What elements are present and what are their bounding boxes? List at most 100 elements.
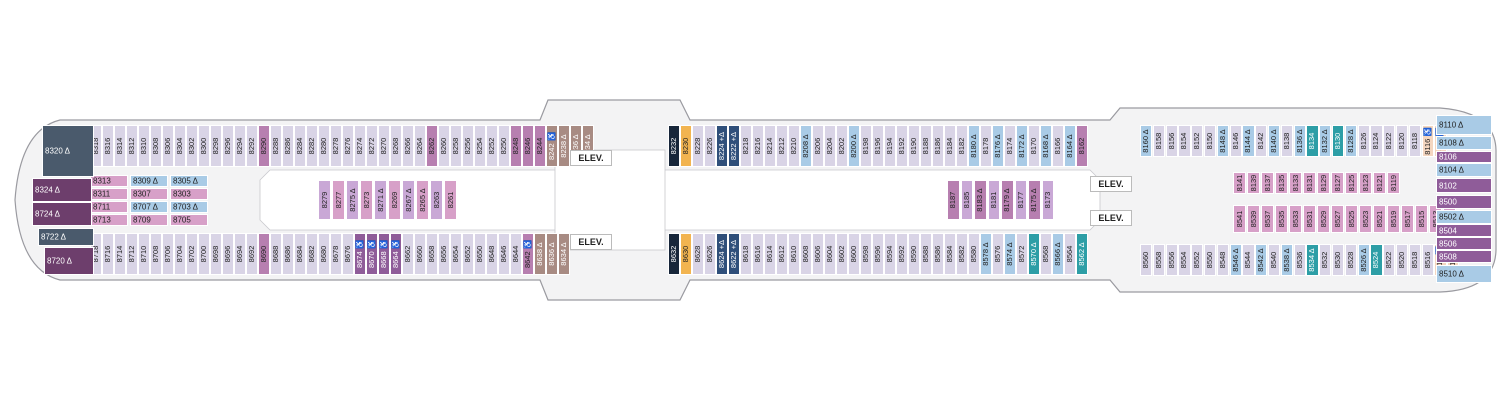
cabin-8292[interactable]: 8292 xyxy=(246,125,258,167)
cabin-8176[interactable]: 8176 Δ xyxy=(992,125,1004,167)
cabin-8524[interactable]: 8524 xyxy=(1370,244,1383,276)
cabin-8694[interactable]: 8694 xyxy=(234,233,246,275)
cabin-8254[interactable]: 8254 xyxy=(474,125,486,167)
cabin-8608[interactable]: 8608 xyxy=(800,233,812,275)
cabin-8703[interactable]: 8703 Δ xyxy=(170,201,208,213)
cabin-8170[interactable]: 8170 xyxy=(1028,125,1040,167)
cabin-8234[interactable]: 8234 Δ xyxy=(582,125,594,167)
cabin-8232[interactable]: 8232 xyxy=(668,125,680,167)
cabin-8624[interactable]: 8624 +Δ xyxy=(716,233,728,275)
cabin-8132[interactable]: 8132 Δ xyxy=(1319,125,1332,157)
cabin-8527[interactable]: 8527 xyxy=(1331,205,1344,233)
cabin-8612[interactable]: 8612 xyxy=(776,233,788,275)
cabin-8664[interactable]: 8664 ♿ xyxy=(390,233,402,275)
cabin-8530[interactable]: 8530 xyxy=(1332,244,1345,276)
cabin-8522[interactable]: 8522 xyxy=(1383,244,1396,276)
cabin-8248[interactable]: 8248 xyxy=(510,125,522,167)
cabin-8265[interactable]: 8265 Δ xyxy=(416,180,429,220)
cabin-8242[interactable]: 8242 ♿ xyxy=(546,125,558,167)
cabin-8136[interactable]: 8136 Δ xyxy=(1293,125,1306,157)
cabin-8194[interactable]: 8194 xyxy=(884,125,896,167)
cabin-8127[interactable]: 8127 xyxy=(1331,172,1344,194)
cabin-8526[interactable]: 8526 Δ xyxy=(1357,244,1370,276)
cabin-8712[interactable]: 8712 xyxy=(126,233,138,275)
cabin-8303[interactable]: 8303 xyxy=(170,188,208,200)
cabin-8138[interactable]: 8138 xyxy=(1280,125,1293,157)
cabin-8102[interactable]: 8102 xyxy=(1436,178,1492,193)
cabin-8262[interactable]: 8262 xyxy=(426,125,438,167)
cabin-8504[interactable]: 8504 xyxy=(1436,224,1492,237)
cabin-8314[interactable]: 8314 xyxy=(114,125,126,167)
cabin-8139[interactable]: 8139 xyxy=(1247,172,1260,194)
cabin-8537[interactable]: 8537 xyxy=(1261,205,1274,233)
cabin-8172[interactable]: 8172 Δ xyxy=(1016,125,1028,167)
cabin-8714[interactable]: 8714 xyxy=(114,233,126,275)
cabin-8141[interactable]: 8141 xyxy=(1233,172,1246,194)
cabin-8630[interactable]: 8630 xyxy=(680,233,692,275)
cabin-8306[interactable]: 8306 xyxy=(162,125,174,167)
cabin-8282[interactable]: 8282 xyxy=(306,125,318,167)
cabin-8552[interactable]: 8552 xyxy=(1191,244,1204,276)
cabin-8183[interactable]: 8183 Δ xyxy=(974,180,987,220)
cabin-8722[interactable]: 8722 Δ xyxy=(38,228,94,246)
cabin-8208[interactable]: 8208 Δ xyxy=(800,125,812,167)
cabin-8308[interactable]: 8308 xyxy=(150,125,162,167)
cabin-8324[interactable]: 8324 Δ xyxy=(32,178,92,202)
cabin-8556[interactable]: 8556 xyxy=(1165,244,1178,276)
cabin-8276[interactable]: 8276 xyxy=(342,125,354,167)
cabin-8252[interactable]: 8252 xyxy=(486,125,498,167)
cabin-8168[interactable]: 8168 Δ xyxy=(1040,125,1052,167)
cabin-8550[interactable]: 8550 xyxy=(1204,244,1217,276)
cabin-8515[interactable]: 8515 xyxy=(1415,205,1428,233)
cabin-8290[interactable]: 8290 xyxy=(258,125,270,167)
cabin-8534[interactable]: 8534 Δ xyxy=(1306,244,1319,276)
cabin-8713[interactable]: 8713 xyxy=(90,214,128,226)
cabin-8676[interactable]: 8676 xyxy=(342,233,354,275)
cabin-8174[interactable]: 8174 xyxy=(1004,125,1016,167)
cabin-8580[interactable]: 8580 xyxy=(968,233,980,275)
cabin-8187[interactable]: 8187 xyxy=(947,180,960,220)
cabin-8140[interactable]: 8140 Δ xyxy=(1268,125,1281,157)
cabin-8204[interactable]: 8204 xyxy=(824,125,836,167)
cabin-8214[interactable]: 8214 xyxy=(764,125,776,167)
cabin-8596[interactable]: 8596 xyxy=(872,233,884,275)
cabin-8558[interactable]: 8558 xyxy=(1152,244,1165,276)
cabin-8562[interactable]: 8562 Δ xyxy=(1076,233,1088,275)
cabin-8592[interactable]: 8592 xyxy=(896,233,908,275)
cabin-8531[interactable]: 8531 xyxy=(1303,205,1316,233)
cabin-8266[interactable]: 8266 xyxy=(402,125,414,167)
cabin-8546[interactable]: 8546 Δ xyxy=(1229,244,1242,276)
cabin-8156[interactable]: 8156 xyxy=(1165,125,1178,157)
cabin-8185[interactable]: 8185 xyxy=(960,180,973,220)
cabin-8212[interactable]: 8212 xyxy=(776,125,788,167)
cabin-8540[interactable]: 8540 xyxy=(1268,244,1281,276)
cabin-8286[interactable]: 8286 xyxy=(282,125,294,167)
cabin-8236[interactable]: 8236 Δ xyxy=(570,125,582,167)
cabin-8606[interactable]: 8606 xyxy=(812,233,824,275)
cabin-8152[interactable]: 8152 xyxy=(1191,125,1204,157)
cabin-8705[interactable]: 8705 xyxy=(170,214,208,226)
cabin-8300[interactable]: 8300 xyxy=(198,125,210,167)
cabin-8202[interactable]: 8202 xyxy=(836,125,848,167)
cabin-8244[interactable]: 8244 xyxy=(534,125,546,167)
cabin-8261[interactable]: 8261 xyxy=(444,180,457,220)
cabin-8602[interactable]: 8602 xyxy=(836,233,848,275)
cabin-8256[interactable]: 8256 xyxy=(462,125,474,167)
cabin-8142[interactable]: 8142 xyxy=(1255,125,1268,157)
cabin-8682[interactable]: 8682 xyxy=(306,233,318,275)
cabin-8529[interactable]: 8529 xyxy=(1317,205,1330,233)
cabin-8122[interactable]: 8122 xyxy=(1383,125,1396,157)
cabin-8296[interactable]: 8296 xyxy=(222,125,234,167)
cabin-8275[interactable]: 8275 Δ xyxy=(346,180,359,220)
cabin-8654[interactable]: 8654 xyxy=(450,233,462,275)
cabin-8135[interactable]: 8135 xyxy=(1275,172,1288,194)
cabin-8294[interactable]: 8294 xyxy=(234,125,246,167)
cabin-8284[interactable]: 8284 xyxy=(294,125,306,167)
cabin-8154[interactable]: 8154 xyxy=(1178,125,1191,157)
cabin-8270[interactable]: 8270 xyxy=(378,125,390,167)
cabin-8698[interactable]: 8698 xyxy=(210,233,222,275)
cabin-8274[interactable]: 8274 xyxy=(354,125,366,167)
cabin-8684[interactable]: 8684 xyxy=(294,233,306,275)
cabin-8686[interactable]: 8686 xyxy=(282,233,294,275)
cabin-8510[interactable]: 8510 Δ xyxy=(1436,265,1492,283)
